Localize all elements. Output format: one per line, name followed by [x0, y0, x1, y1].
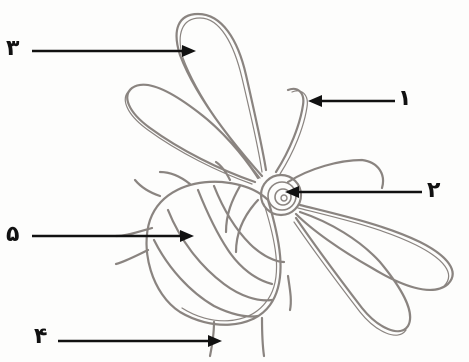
label-antenna: ١	[398, 88, 411, 110]
antenna-left	[288, 160, 383, 188]
leg-lower-3	[288, 276, 291, 310]
leg-lower-2	[262, 318, 264, 356]
label-wing: ٣	[6, 38, 19, 60]
arrow-3-head	[182, 45, 196, 57]
upper-hindwing	[127, 85, 258, 182]
arrow-4-head	[208, 335, 222, 347]
label-leg: ۴	[34, 326, 47, 348]
label-head: ٢	[427, 180, 440, 202]
arrow-5-head	[180, 230, 194, 242]
leg-left-top	[160, 172, 190, 184]
antenna-right	[276, 89, 303, 172]
upper-forewing	[177, 14, 266, 176]
leg-left-low	[116, 250, 148, 264]
lower-forewing	[296, 205, 453, 290]
arrow-1-head	[308, 95, 322, 107]
label-abdomen: ۵	[6, 224, 19, 246]
leg-left-upper	[135, 180, 160, 196]
